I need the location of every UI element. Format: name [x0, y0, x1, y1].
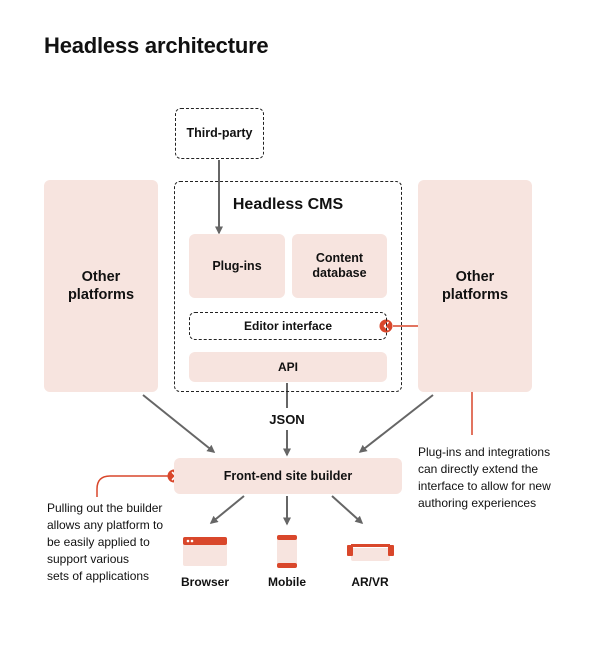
api-box: API [189, 352, 387, 382]
other-platforms-left-box: Other platforms [44, 180, 158, 392]
plugins-box: Plug-ins [189, 234, 285, 298]
mobile-phone-icon [277, 535, 297, 568]
arvr-label: AR/VR [351, 575, 389, 589]
vr-headset-icon [347, 544, 394, 561]
arrow-right-platform-to-builder [358, 394, 434, 453]
other-platforms-right-box: Other platforms [418, 180, 532, 392]
arrow-builder-to-browser [209, 495, 245, 524]
editor-interface-box: Editor interface [189, 312, 387, 340]
arrow-left-platform-to-builder [142, 394, 216, 453]
content-database-box: Content database [292, 234, 387, 298]
callout-note-right: Plug-ins and integrations can directly e… [418, 445, 551, 510]
mobile-label: Mobile [268, 575, 306, 589]
front-end-builder-box: Front-end site builder [174, 458, 402, 494]
callout-note-left: Pulling out the builder allows any platf… [47, 501, 164, 583]
browser-window-icon [183, 537, 227, 566]
headless-cms-title: Headless CMS [232, 196, 344, 213]
browser-label: Browser [180, 575, 230, 589]
page-title: Headless architecture [44, 33, 269, 58]
arrow-builder-to-arvr [331, 495, 364, 525]
json-label: JSON [269, 412, 305, 427]
callout-line-left [96, 475, 168, 497]
third-party-box: Third-party [175, 108, 264, 159]
headless-cms-container [174, 181, 402, 392]
